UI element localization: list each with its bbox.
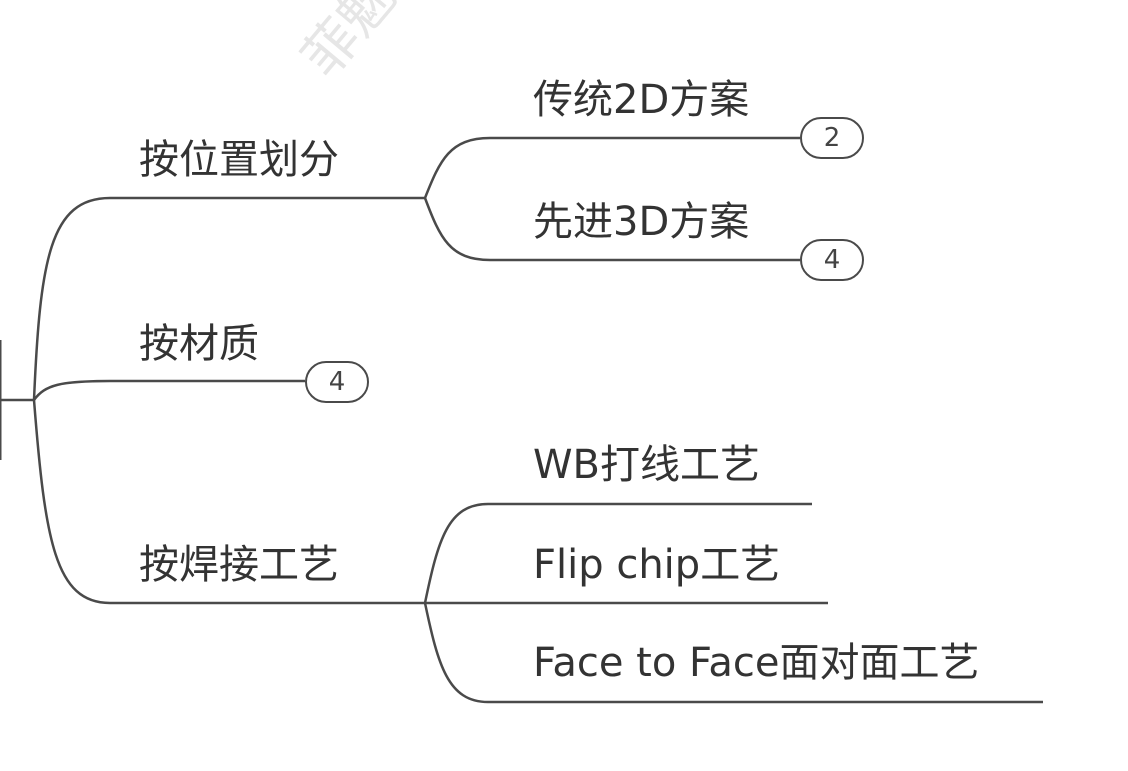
node-wb-bonding[interactable]: WB打线工艺 <box>533 442 760 488</box>
node-flip-chip[interactable]: Flip chip工艺 <box>533 542 781 588</box>
node-by-position[interactable]: 按位置划分 <box>139 137 339 183</box>
node-advanced-3d[interactable]: 先进3D方案 <box>533 199 750 245</box>
collapsed-count-badge-2d[interactable]: 2 <box>800 117 864 159</box>
branch-line-position <box>32 196 425 401</box>
branch-line-3d <box>423 197 800 262</box>
node-traditional-2d[interactable]: 传统2D方案 <box>533 77 750 123</box>
collapsed-count-badge-material[interactable]: 4 <box>305 361 369 403</box>
node-by-material[interactable]: 按材质 <box>139 321 259 367</box>
branch-line-welding <box>32 399 425 605</box>
branch-line-wb <box>423 502 812 604</box>
node-face-to-face[interactable]: Face to Face面对面工艺 <box>533 640 980 686</box>
branch-line-2d <box>423 136 800 199</box>
collapsed-count-badge-3d[interactable]: 4 <box>800 239 864 281</box>
node-by-welding[interactable]: 按焊接工艺 <box>139 542 339 588</box>
branch-line-f2f <box>423 602 1043 704</box>
branch-line-material <box>32 379 305 401</box>
